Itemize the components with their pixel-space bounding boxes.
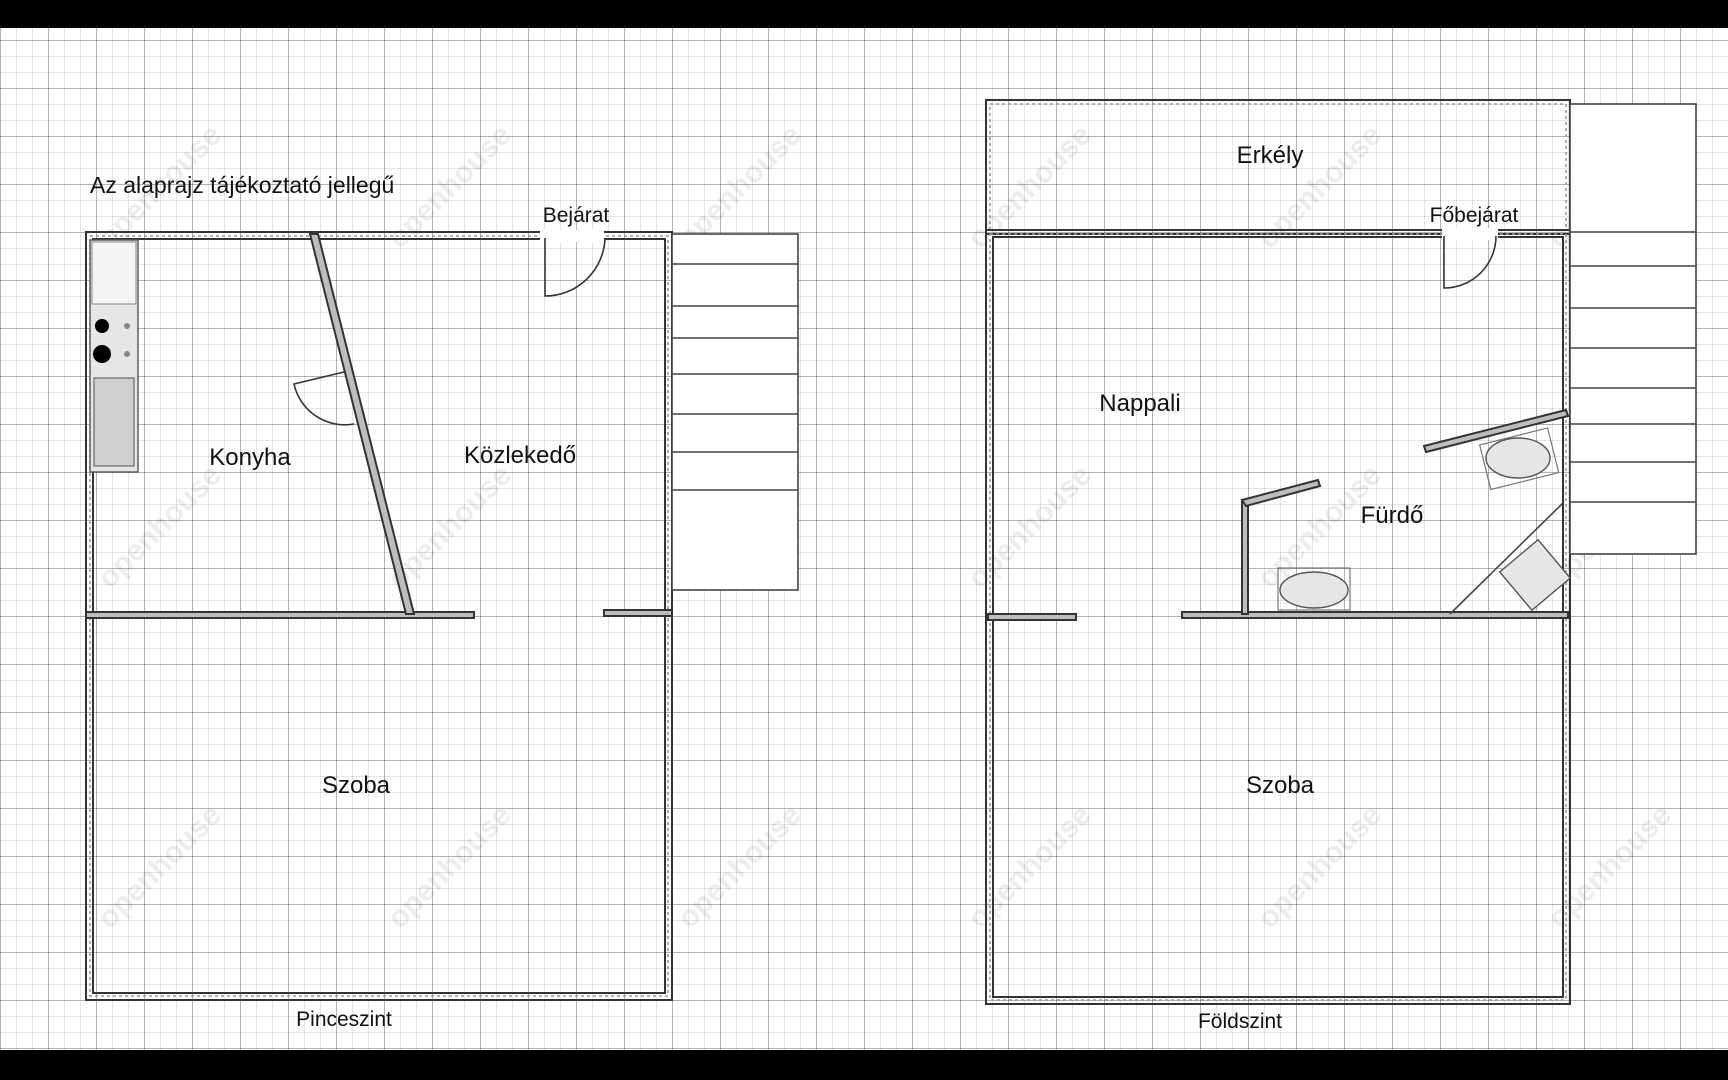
shower-partition [1449, 501, 1565, 615]
bathroom-toilet [1485, 437, 1551, 479]
shower-tray [1498, 538, 1572, 612]
main-entrance-opening [1442, 228, 1498, 240]
room-label-bathroom: Fürdő [1360, 502, 1424, 529]
ground-level-label: Földszint [1197, 1010, 1283, 1033]
fridge [91, 241, 137, 305]
main-entrance-label: Főbejárat [1429, 204, 1519, 227]
sink-cabinet [1277, 567, 1351, 611]
basement-mid-wall-right [603, 609, 673, 617]
entrance-opening [540, 230, 604, 242]
ground-outer-wall [985, 229, 1571, 1005]
kitchen-sink [93, 377, 135, 467]
disclaimer-note: Az alaprajz tájékoztató jellegű [90, 172, 395, 198]
basement-mid-wall-left [85, 611, 475, 619]
stove-burner [93, 345, 111, 363]
graph-paper-background [0, 28, 1728, 1050]
kitchen-door [293, 371, 355, 426]
main-entrance-door [1443, 235, 1497, 289]
ground-mid-wall-left [987, 613, 1077, 621]
kitchen-diagonal-wall [308, 233, 416, 615]
room-label-basement-room: Szoba [321, 772, 391, 799]
basement-entrance-label: Bejárat [542, 204, 610, 227]
room-label-living-room: Nappali [1099, 390, 1181, 417]
bathroom-wall-top [1240, 478, 1322, 508]
basement-staircase [671, 233, 799, 591]
room-label-ground-room: Szoba [1245, 772, 1315, 799]
toilet-frame [1478, 427, 1560, 491]
room-label-balcony: Erkély [1236, 142, 1304, 169]
entrance-door [544, 237, 606, 297]
bathroom-sink [1279, 571, 1349, 609]
basement-plan [85, 230, 799, 1001]
stove-knob [124, 351, 130, 357]
top-letterbox [0, 0, 1728, 28]
basement-level-label: Pinceszint [296, 1008, 392, 1031]
bottom-letterbox [0, 1050, 1728, 1080]
ground-mid-wall-right [1181, 611, 1569, 619]
stove-burner [95, 319, 109, 333]
bathroom-wall-right [1422, 408, 1570, 454]
ground-staircase [1569, 103, 1697, 555]
room-label-kitchen: Konyha [209, 444, 291, 471]
basement-wall-hatch [89, 235, 669, 997]
bathroom-wall-left [1241, 501, 1249, 615]
room-label-hallway: Közlekedő [463, 442, 577, 469]
ground-floor-plan [985, 99, 1697, 1005]
stove-knob [124, 323, 130, 329]
